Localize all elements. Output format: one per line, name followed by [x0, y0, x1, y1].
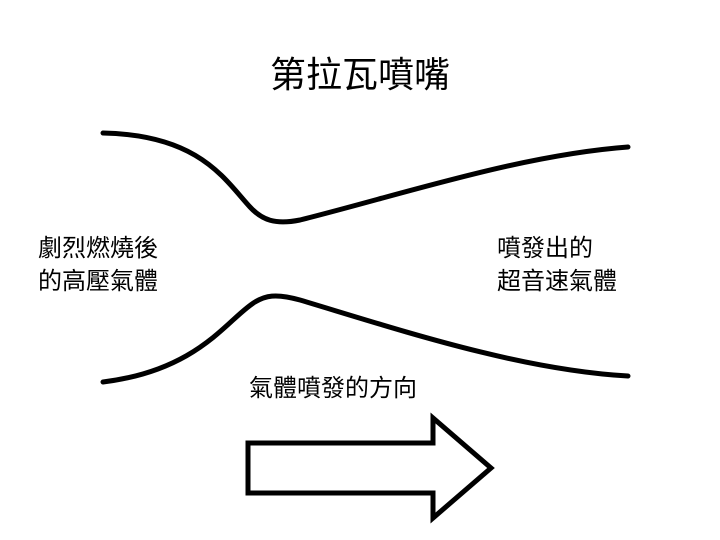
outlet-gas-label: 噴發出的 超音速氣體 — [497, 232, 617, 298]
diagram-title: 第拉瓦噴嘴 — [269, 55, 450, 96]
inlet-gas-label-line2: 的高壓氣體 — [38, 267, 158, 295]
flow-direction-arrow — [245, 412, 495, 524]
flow-direction-label: 氣體噴發的方向 — [249, 374, 417, 402]
inlet-gas-label: 劇烈燃燒後 的高壓氣體 — [38, 232, 158, 298]
inlet-gas-label-line1: 劇烈燃燒後 — [38, 234, 158, 262]
nozzle-lower-wall — [100, 293, 631, 385]
nozzle-upper-wall — [100, 130, 631, 225]
outlet-gas-label-line1: 噴發出的 — [497, 234, 593, 262]
outlet-gas-label-line2: 超音速氣體 — [497, 267, 617, 295]
